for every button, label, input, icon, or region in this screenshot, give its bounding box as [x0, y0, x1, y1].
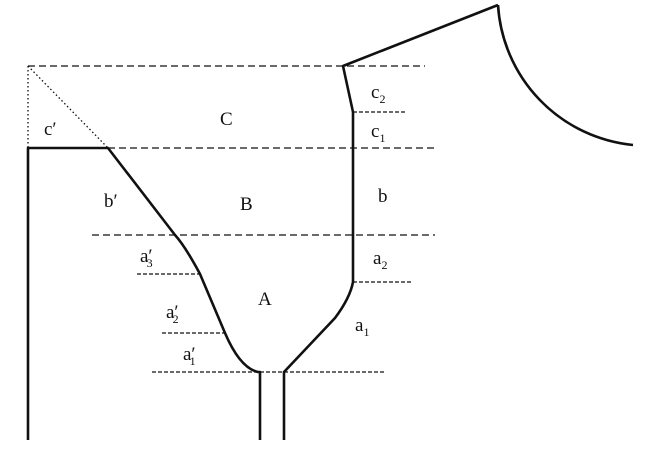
region-b-label: B: [240, 194, 253, 215]
region-c-label: C: [220, 109, 233, 130]
label-a2-prime: a′2: [166, 302, 179, 326]
label-a1-prime: a′1: [183, 344, 196, 368]
label-a1: a1: [355, 315, 369, 339]
label-a2: a2: [373, 248, 387, 272]
label-b-prime: b′: [104, 191, 118, 212]
label-c-prime: c′: [44, 119, 57, 140]
label-b: b: [378, 186, 388, 207]
label-c1: c1: [371, 121, 385, 145]
region-a-label: A: [258, 289, 272, 310]
arc-curve: [496, 4, 634, 147]
right-profile: [282, 3, 499, 440]
left-profile: [26, 146, 262, 440]
label-c2: c2: [371, 82, 385, 106]
c-prime-diagonal-dotted: [27, 65, 109, 149]
label-a3-prime: a′3: [140, 246, 153, 270]
